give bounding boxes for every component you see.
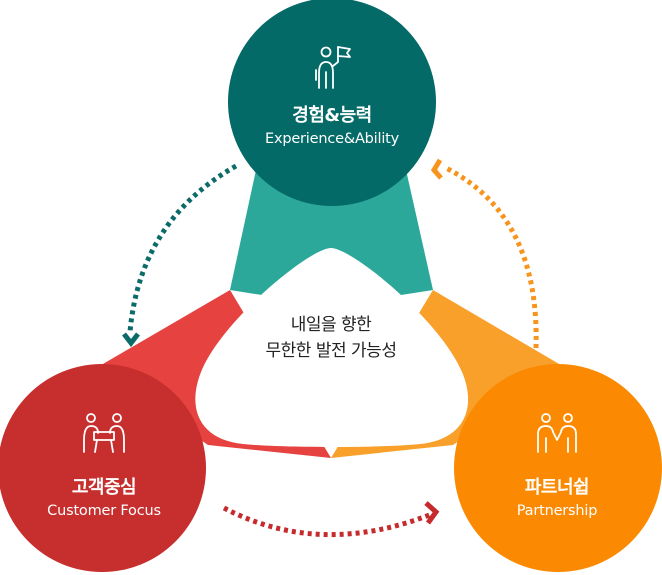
experience-label: 경험&능력 Experience&Ability bbox=[265, 104, 399, 150]
person-with-flag-icon bbox=[315, 46, 351, 89]
customer-circle bbox=[0, 364, 206, 572]
center-caption: 내일을 향한 무한한 발전 가능성 bbox=[266, 312, 397, 364]
center-caption-line1: 내일을 향한 bbox=[290, 315, 372, 335]
arrow-red bbox=[222, 501, 440, 538]
meeting-table-icon bbox=[83, 413, 125, 453]
partner-circle bbox=[454, 364, 662, 572]
partner-title-en: Partnership bbox=[516, 503, 598, 519]
customer-label: 고객중심 Customer Focus bbox=[47, 476, 161, 522]
center-triangle bbox=[195, 248, 469, 447]
customer-title-ko: 고객중심 bbox=[71, 477, 137, 498]
partner-title-ko: 파트너쉽 bbox=[524, 477, 590, 498]
partner-label: 파트너쉽 Partnership bbox=[516, 476, 598, 522]
arrow-teal bbox=[122, 163, 238, 348]
experience-title-en: Experience&Ability bbox=[264, 131, 400, 147]
experience-title-ko: 경험&능력 bbox=[292, 105, 372, 126]
teal-band-waist bbox=[230, 170, 433, 290]
two-people-icon bbox=[537, 413, 577, 453]
customer-title-en: Customer Focus bbox=[47, 503, 161, 519]
center-caption-line2: 무한한 발전 가능성 bbox=[265, 341, 397, 361]
arrow-orange bbox=[430, 158, 539, 349]
experience-circle bbox=[228, 0, 436, 206]
